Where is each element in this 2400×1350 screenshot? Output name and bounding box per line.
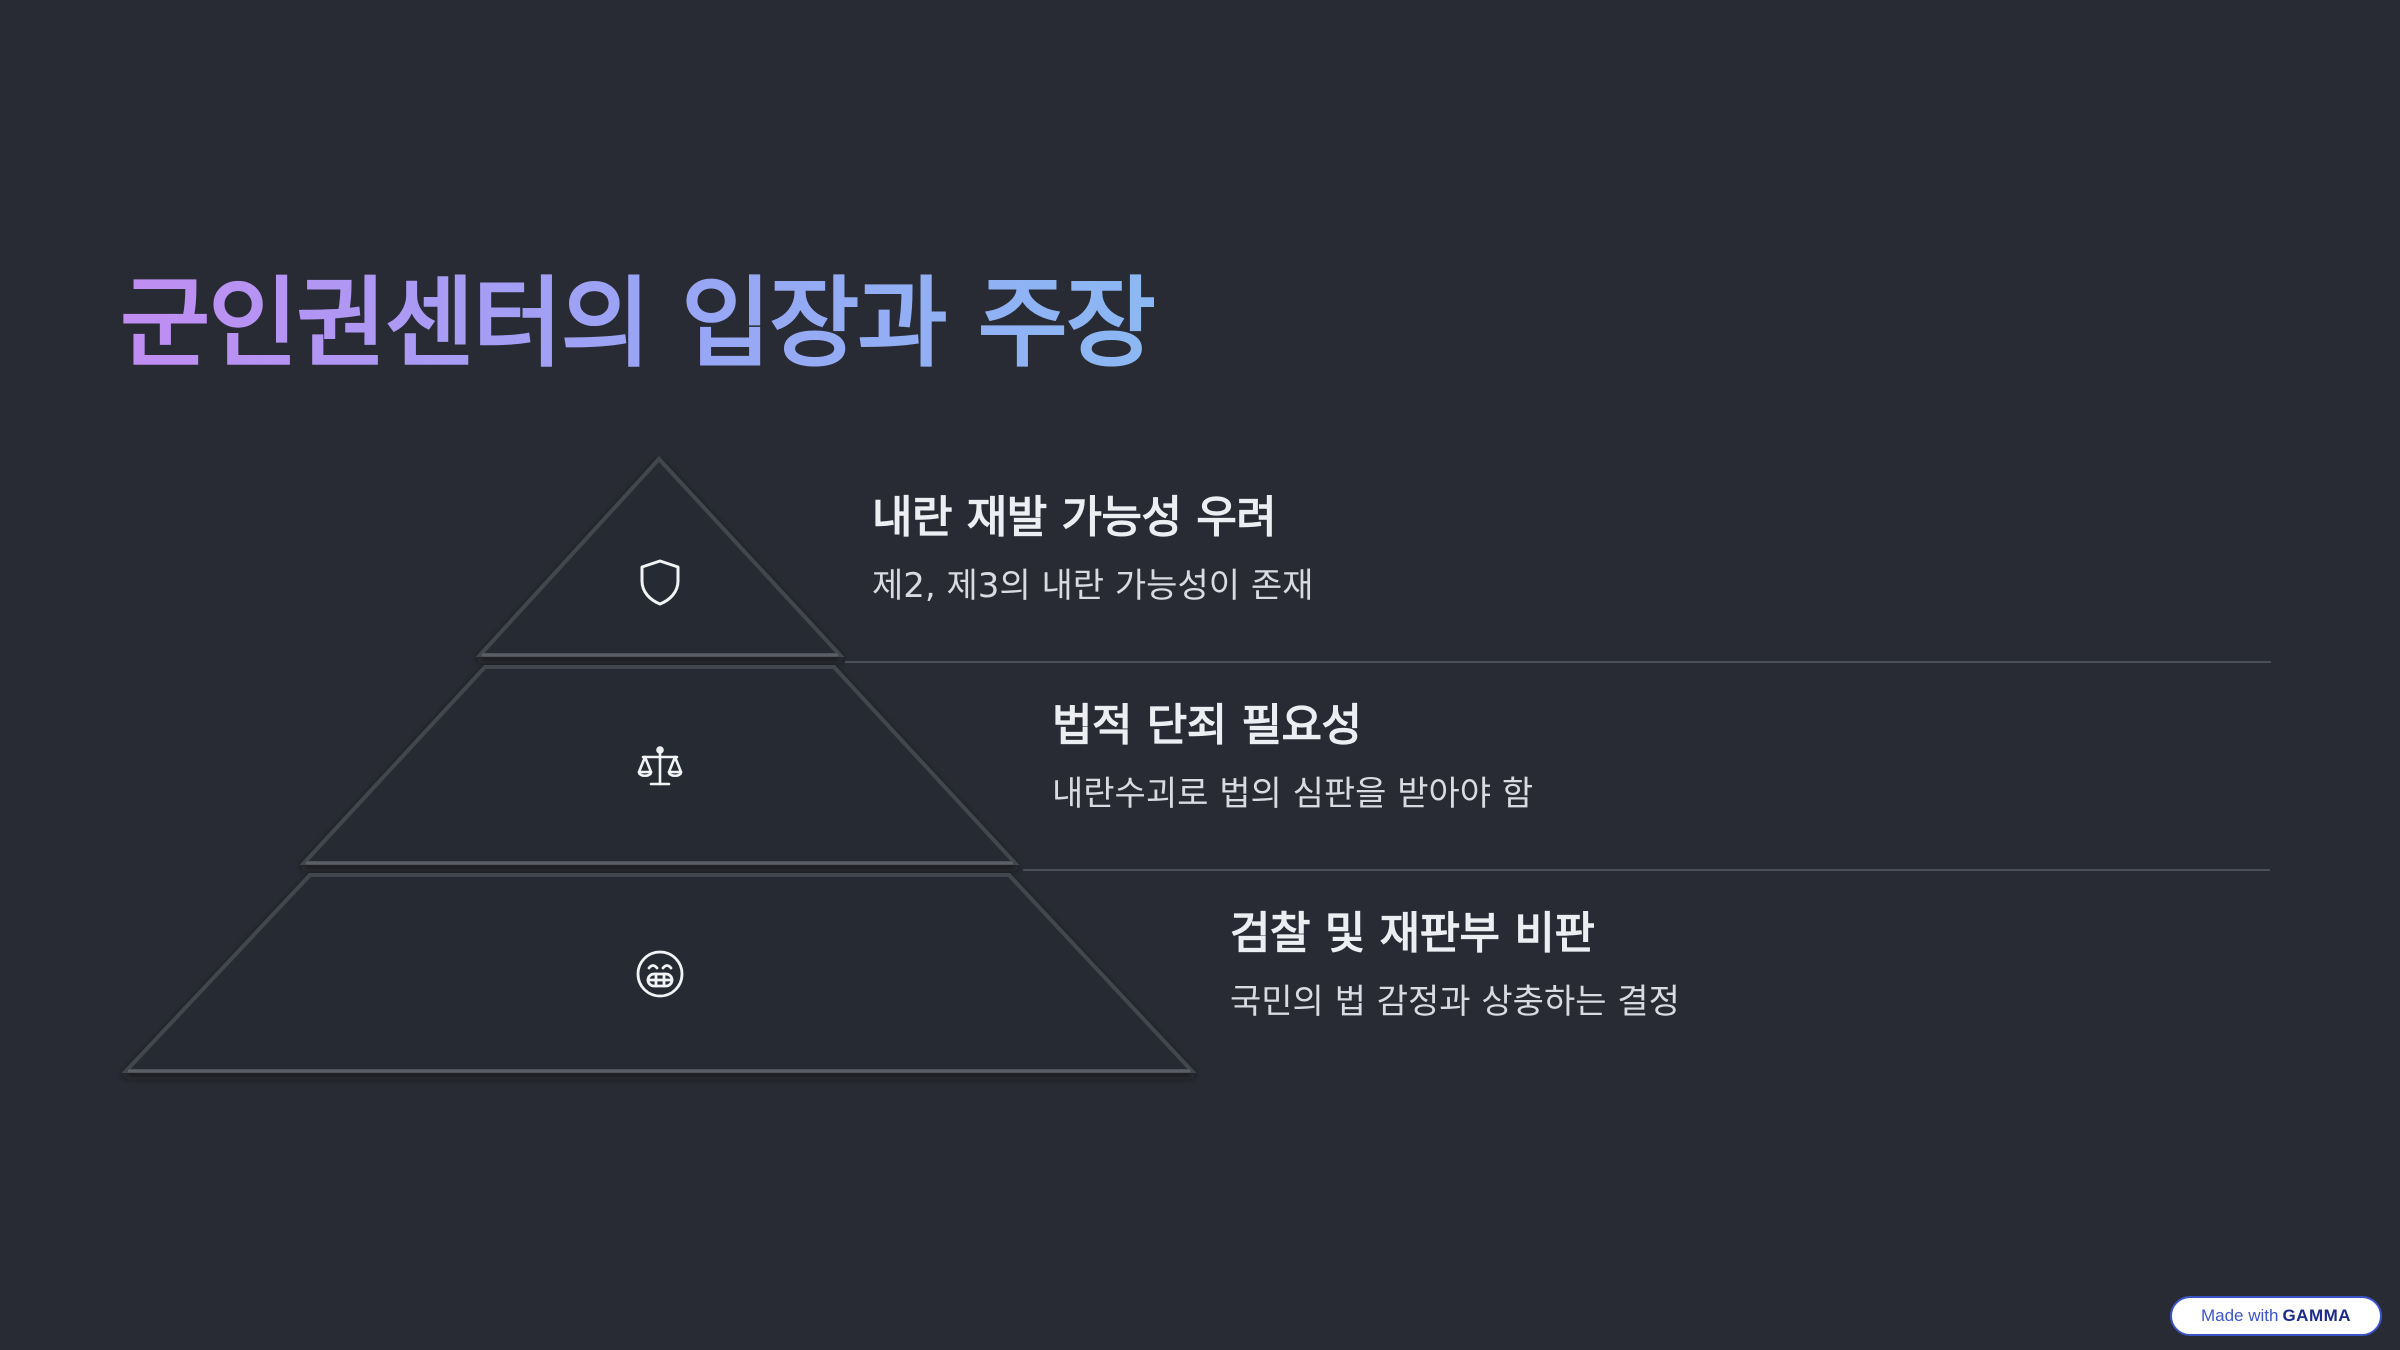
level-description: 제2, 제3의 내란 가능성이 존재 <box>872 566 1314 606</box>
level-description: 내란수괴로 법의 심판을 받아야 함 <box>1052 774 1534 814</box>
badge-prefix: Made with <box>2200 1306 2279 1325</box>
level-item: 검찰 및 재판부 비판 국민의 법 감정과 상충하는 결정 <box>1230 906 1680 1024</box>
level-heading: 검찰 및 재판부 비판 <box>1230 908 1595 959</box>
level-item: 내란 재발 가능성 우려 제2, 제3의 내란 가능성이 존재 <box>872 490 1313 608</box>
level-heading: 법적 단죄 필요성 <box>1052 700 1362 751</box>
made-with-gamma-badge[interactable]: Made with GAMMA <box>2170 1296 2382 1336</box>
shield-icon <box>634 556 686 608</box>
grimace-face-icon <box>634 948 686 1000</box>
level-divider <box>1023 869 2270 871</box>
level-heading: 내란 재발 가능성 우려 <box>872 492 1277 543</box>
level-divider <box>845 661 2271 663</box>
level-item: 법적 단죄 필요성 내란수괴로 법의 심판을 받아야 함 <box>1052 698 1533 816</box>
slide-title: 군인권센터의 입장과 주장 <box>120 267 1156 381</box>
scales-icon <box>634 741 686 793</box>
level-description: 국민의 법 감정과 상충하는 결정 <box>1230 982 1680 1022</box>
gamma-logo: GAMMA <box>2282 1306 2352 1325</box>
